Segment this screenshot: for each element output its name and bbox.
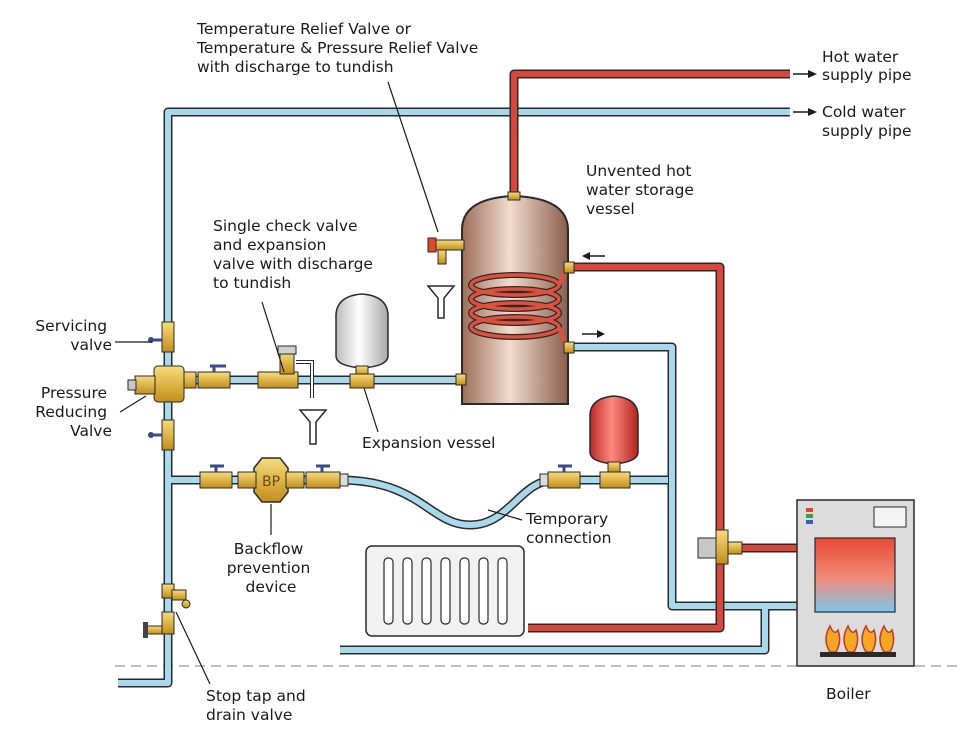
trv-label-line-2: Temperature & Pressure Relief Valve [196,39,478,57]
cold-supply-arrow [793,108,817,116]
check-valve-label-line-4: to tundish [213,274,291,292]
isolation-valve-feed [197,364,231,389]
servicing-valve [148,321,175,353]
boiler-label: Boiler [826,685,871,703]
unvented-storage-vessel [455,191,575,405]
boiler [796,499,915,667]
isolation-valve-filling-2 [305,464,349,489]
cold-supply-label-line-1: Cold water [822,103,906,121]
prv-label: Pressure Reducing Valve [35,384,112,440]
stop-tap-label: Stop tap and drain valve [206,687,311,724]
leader-lines [115,81,523,685]
storage-vessel-label-line-2: water storage [586,181,694,199]
trv-label-line-1: Temperature Relief Valve or [196,20,412,38]
temporary-connection-label: Temporary connection [525,510,613,547]
expansion-vessel [335,293,389,389]
backflow-prevention-device: BP [237,457,305,503]
cold-supply-label: Cold water supply pipe [822,103,912,140]
storage-vessel-label-line-1: Unvented hot [586,162,691,180]
backflow-label: Backflow prevention device [227,540,316,596]
tundish-icon [298,409,328,445]
check-valve-label-line-3: valve with discharge [213,255,373,273]
pressure-reducing-valve [127,365,197,403]
stop-tap-and-drain-valve [143,583,191,638]
cold-supply-label-line-2: supply pipe [822,122,912,140]
expansion-vessel-label: Expansion vessel [362,434,495,452]
stop-tap-label-line-1: Stop tap and [206,687,306,705]
temporary-connection-label-line-1: Temporary [525,510,608,528]
hot-supply-arrow [793,70,817,78]
check-valve-label-line-2: and expansion [213,236,326,254]
single-check-valve [257,345,314,398]
temporary-connection-label-line-2: connection [526,529,611,547]
backflow-label-line-2: prevention [227,559,311,577]
burner-flames [820,624,896,657]
hot-supply-label-line-1: Hot water [822,48,899,66]
servicing-valve-lower [148,419,175,451]
trv-label-line-3: with discharge to tundish [197,58,394,76]
check-valve-label-line-1: Single check valve [213,217,358,235]
storage-vessel-label-line-3: vessel [586,200,635,218]
backflow-label-line-1: Backflow [234,540,304,558]
boiler-flow-valve [697,529,743,565]
prv-label-line-3: Valve [70,422,112,440]
servicing-valve-label-line-1: Servicing [35,317,107,335]
storage-vessel-label: Unvented hot water storage vessel [586,162,699,218]
backflow-label-line-3: device [246,578,297,596]
servicing-valve-label-line-2: valve [70,336,112,354]
check-valve-label: Single check valve and expansion valve w… [213,217,378,292]
stop-tap-label-line-2: drain valve [206,706,292,724]
tundish-icon [426,285,456,319]
isolation-valve-filling-3 [539,464,581,489]
flow-arrow-out [582,330,605,338]
heating-expansion-vessel [589,395,639,489]
hot-supply-label-line-2: supply pipe [822,66,912,84]
prv-label-line-1: Pressure [41,384,107,402]
prv-label-line-2: Reducing [35,403,107,421]
radiator [365,545,525,637]
servicing-valve-label: Servicing valve [35,317,112,354]
temperature-relief-valve [427,237,465,265]
flow-arrow-in [582,252,605,260]
trv-label: Temperature Relief Valve or Temperature … [196,20,483,76]
backflow-device-symbol: BP [262,474,280,490]
isolation-valve-filling-1 [199,464,233,489]
hot-supply-label: Hot water supply pipe [822,48,912,84]
